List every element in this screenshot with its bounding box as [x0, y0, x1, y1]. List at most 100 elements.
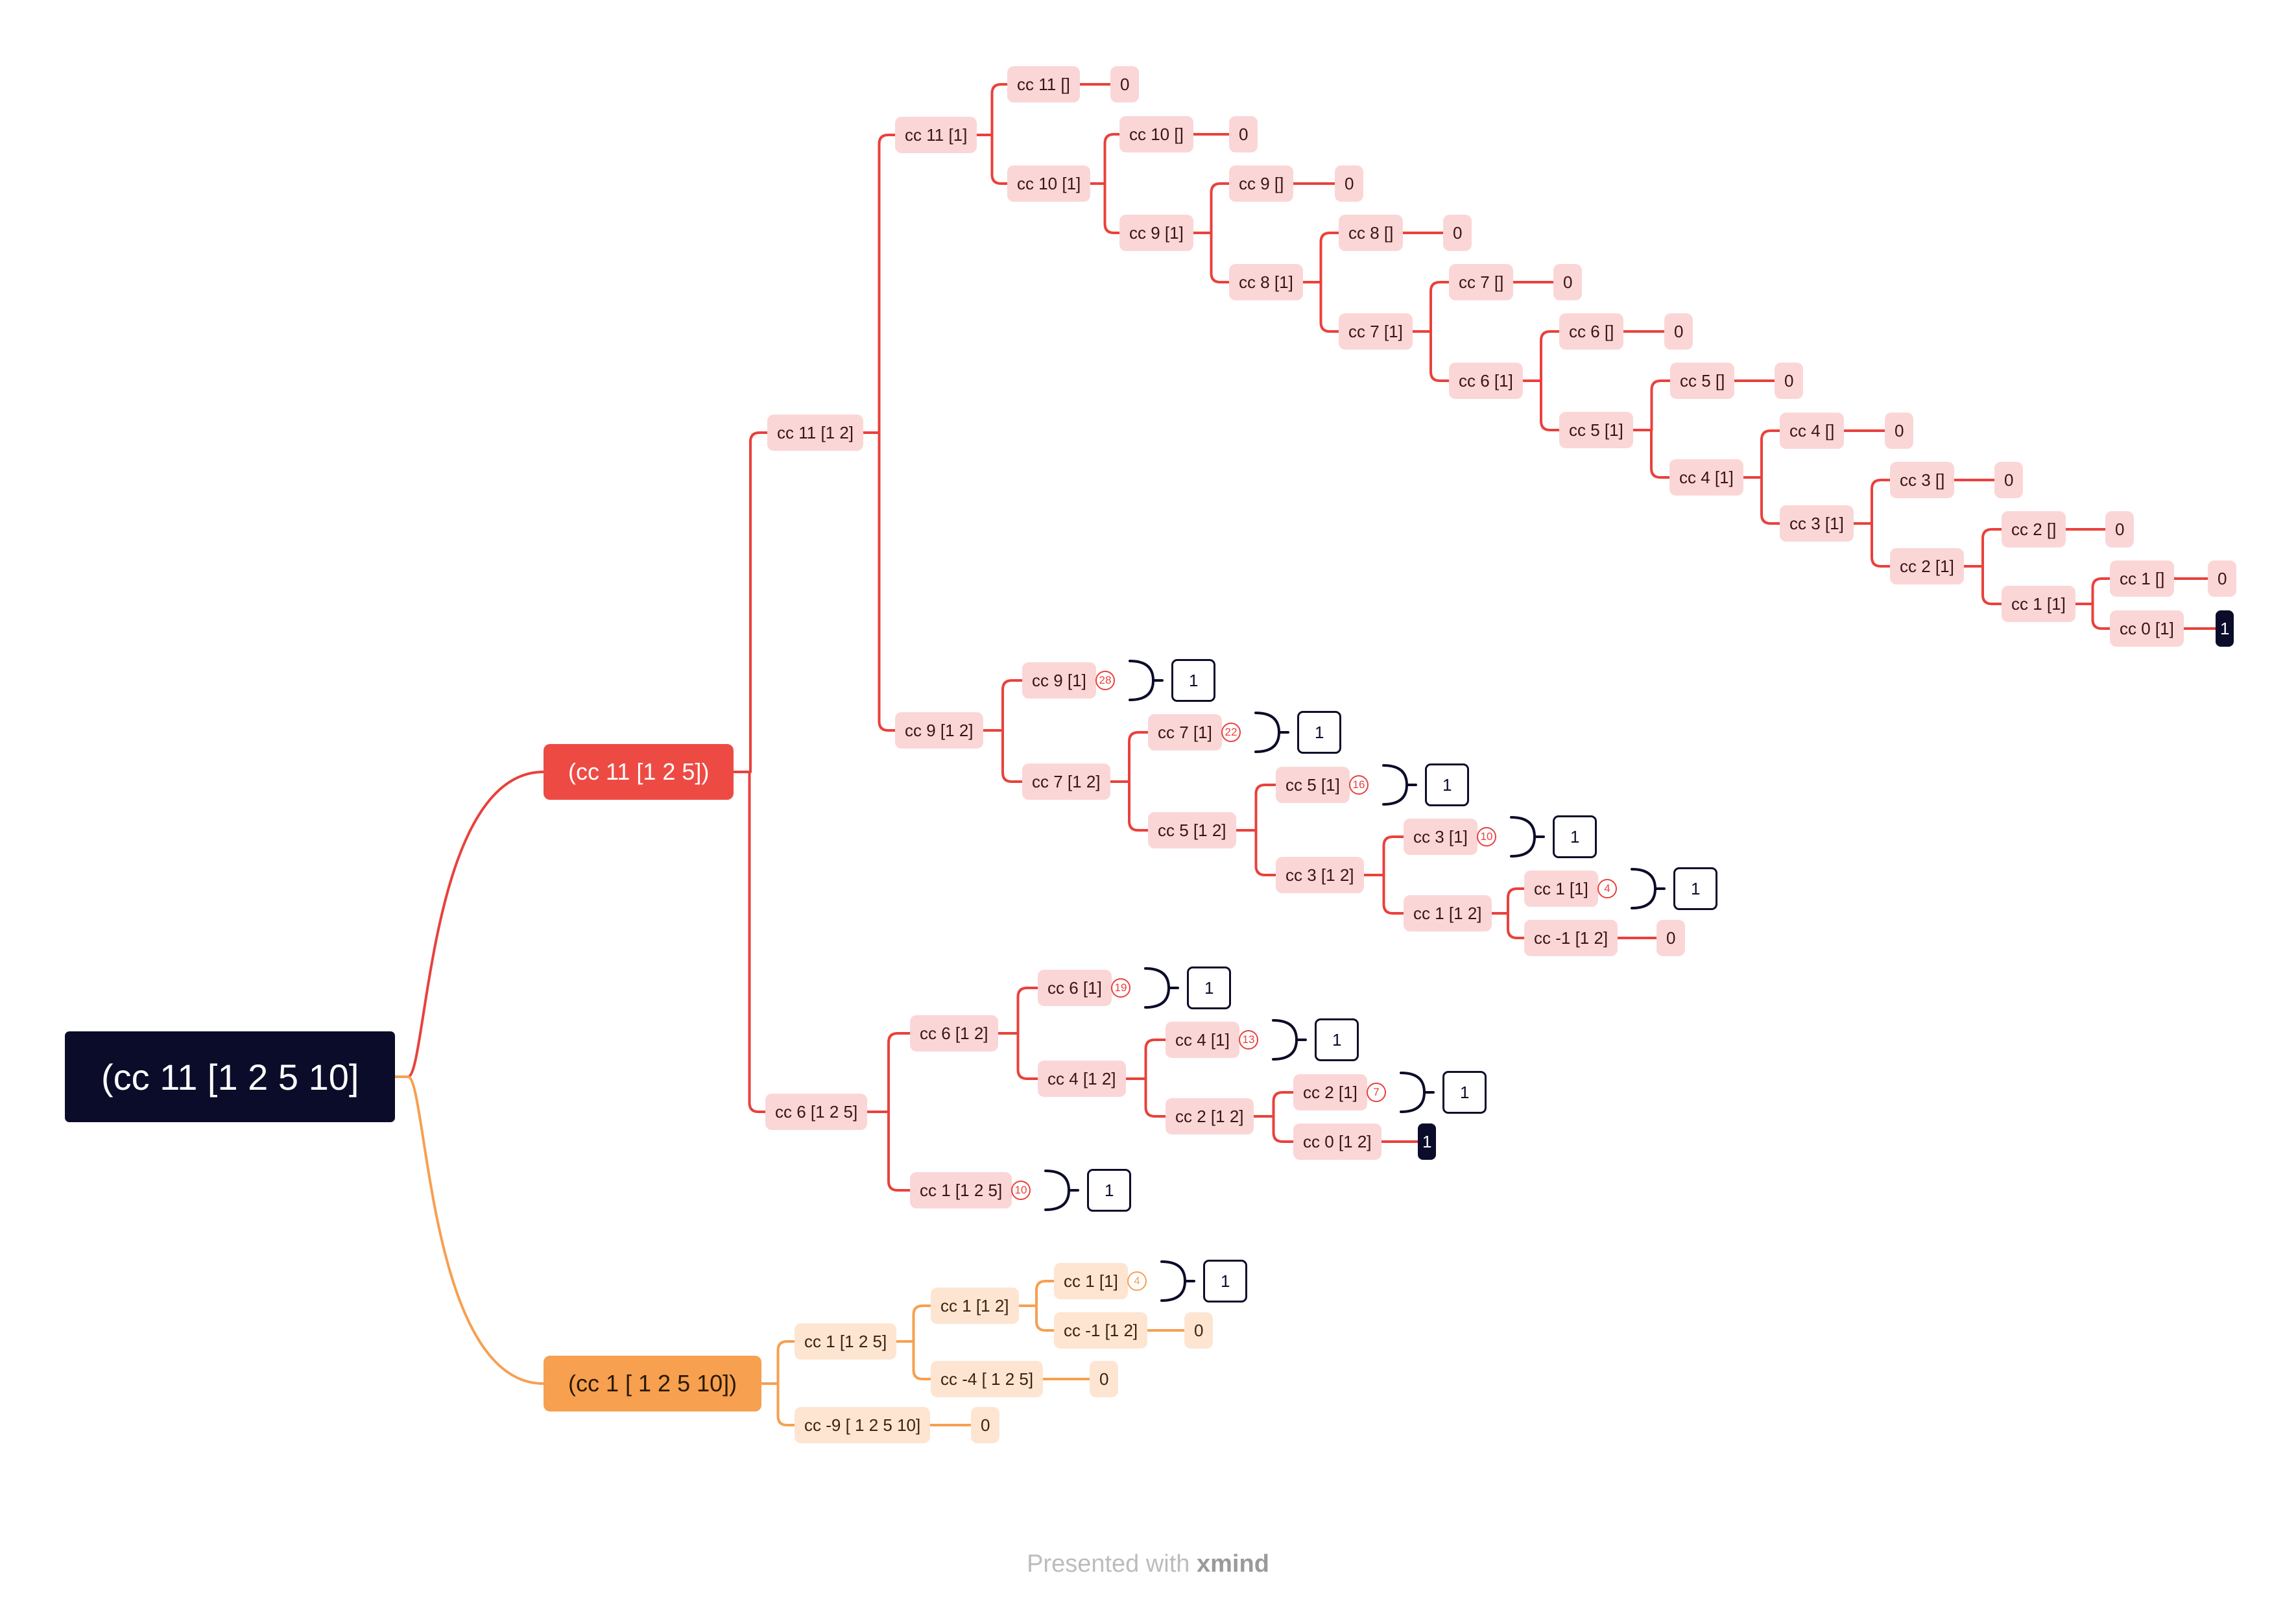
summary-result-box[interactable]: 1	[1553, 815, 1597, 858]
topic-cc-1-1-2[interactable]: cc -1 [1 2]	[1054, 1312, 1148, 1349]
summary-result-box[interactable]: 1	[1087, 1169, 1132, 1212]
summary-result-box[interactable]: 1	[1187, 967, 1232, 1009]
elbow-connector	[1235, 829, 1277, 876]
elbow-connector	[1089, 182, 1121, 234]
topic-cc-6-1[interactable]: cc 6 [1]	[1038, 970, 1112, 1006]
result-one-dark[interactable]: 1	[1418, 1123, 1437, 1160]
topic-cc-4-1-2-5[interactable]: cc -4 [ 1 2 5]	[931, 1361, 1044, 1397]
summary-brace	[1400, 1072, 1426, 1113]
summary-result-box[interactable]: 1	[1203, 1260, 1248, 1303]
result-zero[interactable]: 0	[2208, 560, 2237, 597]
topic-cc-2-1[interactable]: cc 2 [1]	[1293, 1074, 1367, 1111]
elbow-connector	[1963, 565, 2003, 605]
result-zero[interactable]: 0	[2105, 511, 2135, 547]
elbow-connector	[975, 83, 1009, 136]
topic-cc-0-1-2[interactable]: cc 0 [1 2]	[1293, 1123, 1381, 1160]
elbow-connector	[982, 679, 1023, 732]
elbow-connector	[1411, 281, 1450, 333]
topic-cc-10[interactable]: cc 10 []	[1119, 116, 1193, 152]
topic-cc-5-1[interactable]: cc 5 [1]	[1559, 412, 1633, 448]
result-zero[interactable]: 0	[1656, 920, 1686, 956]
topic-cc-11-1-2[interactable]: cc 11 [1 2]	[767, 414, 864, 451]
topic-cc-1-1[interactable]: cc 1 [1]	[2002, 586, 2075, 622]
elbow-connector	[997, 1032, 1039, 1080]
topic-cc-0-1[interactable]: cc 0 [1]	[2110, 610, 2184, 647]
topic-cc-1-1-2[interactable]: cc 1 [1 2]	[1404, 895, 1492, 931]
topic-cc-8[interactable]: cc 8 []	[1339, 215, 1404, 251]
topic-cc-1-1-2[interactable]: cc -1 [1 2]	[1524, 920, 1618, 956]
topic-cc-5-1-2[interactable]: cc 5 [1 2]	[1148, 812, 1236, 848]
topic-cc-1-1[interactable]: cc 1 [1]	[1054, 1263, 1128, 1299]
summary-result-box[interactable]: 1	[1297, 711, 1342, 754]
result-zero[interactable]: 0	[1443, 215, 1472, 251]
elbow-connector	[866, 1032, 911, 1113]
topic-cc-3-1-2[interactable]: cc 3 [1 2]	[1276, 857, 1364, 893]
result-zero[interactable]: 0	[1335, 165, 1364, 202]
topic-cc-1-1[interactable]: cc 1 [1]	[1524, 871, 1598, 907]
topic-cc-6-1-2[interactable]: cc 6 [1 2]	[910, 1015, 998, 1051]
topic-cc-1[interactable]: cc 1 []	[2110, 560, 2175, 597]
topic-cc-6[interactable]: cc 6 []	[1559, 313, 1624, 350]
topic-cc-2-1-2[interactable]: cc 2 [1 2]	[1166, 1098, 1254, 1135]
elbow-connector	[1632, 429, 1671, 479]
central-topic[interactable]: (cc 11 [1 2 5 10]	[65, 1031, 396, 1122]
count-badge: 4	[1597, 879, 1617, 898]
count-badge: 22	[1221, 723, 1241, 742]
result-zero[interactable]: 0	[1994, 462, 2024, 498]
elbow-connector	[1490, 887, 1525, 915]
topic-cc-1-1-2-5[interactable]: cc 1 [1 2 5]	[795, 1323, 897, 1360]
topic-cc-2-1[interactable]: cc 2 [1]	[1890, 548, 1964, 584]
summary-result-box[interactable]: 1	[1315, 1018, 1359, 1061]
elbow-connector	[862, 431, 896, 732]
elbow-connector	[1742, 429, 1781, 479]
topic-cc-6-1[interactable]: cc 6 [1]	[1449, 363, 1523, 399]
main-branch-topic[interactable]: (cc 1 [ 1 2 5 10])	[544, 1356, 762, 1411]
result-zero[interactable]: 0	[1553, 264, 1583, 300]
result-zero[interactable]: 0	[1229, 116, 1258, 152]
result-one-dark[interactable]: 1	[2216, 610, 2234, 647]
result-zero[interactable]: 0	[1110, 66, 1140, 102]
topic-cc-7-1-2[interactable]: cc 7 [1 2]	[1022, 763, 1110, 800]
topic-cc-4-1[interactable]: cc 4 [1]	[1166, 1022, 1239, 1058]
result-zero[interactable]: 0	[1775, 363, 1804, 399]
result-zero[interactable]: 0	[1184, 1312, 1214, 1349]
topic-cc-10-1[interactable]: cc 10 [1]	[1007, 165, 1091, 202]
topic-cc-7[interactable]: cc 7 []	[1449, 264, 1514, 300]
topic-cc-9-1[interactable]: cc 9 [1]	[1119, 215, 1193, 251]
topic-cc-4-1[interactable]: cc 4 [1]	[1669, 459, 1743, 496]
topic-cc-9-1-2[interactable]: cc 9 [1 2]	[895, 712, 983, 749]
topic-cc-8-1[interactable]: cc 8 [1]	[1229, 264, 1303, 300]
branch-curve	[394, 1075, 545, 1385]
topic-cc-3[interactable]: cc 3 []	[1890, 462, 1955, 498]
result-zero[interactable]: 0	[1885, 413, 1914, 449]
topic-cc-7-1[interactable]: cc 7 [1]	[1339, 313, 1413, 350]
topic-cc-7-1[interactable]: cc 7 [1]	[1148, 714, 1222, 750]
topic-cc-3-1[interactable]: cc 3 [1]	[1404, 819, 1477, 855]
summary-result-box[interactable]: 1	[1171, 659, 1216, 702]
topic-cc-9-1-2-5-10[interactable]: cc -9 [ 1 2 5 10]	[795, 1407, 931, 1443]
main-branch-topic[interactable]: (cc 11 [1 2 5])	[544, 744, 734, 800]
topic-cc-11-1[interactable]: cc 11 [1]	[895, 117, 977, 153]
topic-cc-11[interactable]: cc 11 []	[1007, 66, 1080, 102]
topic-cc-6-1-2-5[interactable]: cc 6 [1 2 5]	[765, 1094, 868, 1130]
summary-brace	[1382, 764, 1409, 806]
topic-cc-9-1[interactable]: cc 9 [1]	[1022, 662, 1096, 699]
topic-cc-4-1-2[interactable]: cc 4 [1 2]	[1038, 1061, 1126, 1097]
summary-result-box[interactable]: 1	[1425, 763, 1470, 806]
summary-result-box[interactable]: 1	[1673, 867, 1718, 910]
result-zero[interactable]: 0	[1090, 1361, 1119, 1397]
result-zero[interactable]: 0	[1664, 313, 1693, 350]
elbow-connector	[1018, 1304, 1055, 1332]
elbow-connector	[866, 1111, 911, 1192]
topic-cc-1-1-2[interactable]: cc 1 [1 2]	[931, 1288, 1019, 1324]
topic-cc-2[interactable]: cc 2 []	[2002, 511, 2066, 547]
topic-cc-4[interactable]: cc 4 []	[1780, 413, 1845, 449]
topic-cc-5[interactable]: cc 5 []	[1670, 363, 1735, 399]
topic-cc-3-1[interactable]: cc 3 [1]	[1780, 505, 1854, 542]
topic-cc-9[interactable]: cc 9 []	[1229, 165, 1294, 202]
result-zero[interactable]: 0	[971, 1407, 1000, 1443]
elbow-connector	[1089, 133, 1121, 185]
summary-result-box[interactable]: 1	[1442, 1071, 1487, 1114]
topic-cc-5-1[interactable]: cc 5 [1]	[1276, 767, 1350, 803]
topic-cc-1-1-2-5[interactable]: cc 1 [1 2 5]	[910, 1172, 1012, 1208]
